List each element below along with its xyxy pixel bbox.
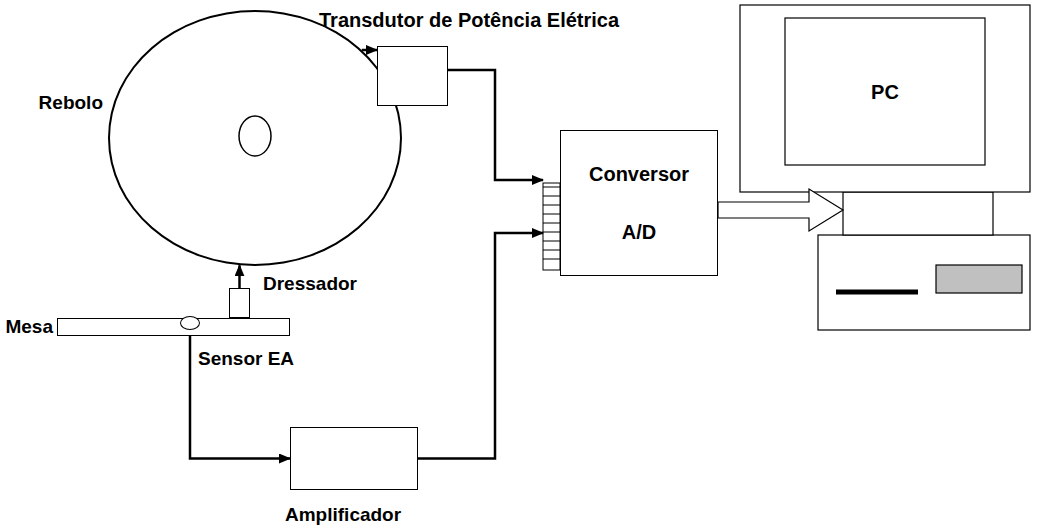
signal-line [418,233,543,459]
computer [740,5,1030,330]
machine-table: Mesa [57,318,290,336]
part-label: Transdutor de Potência Elétrica [319,9,619,31]
box-label: PC [785,18,985,165]
drive-panel [936,265,1022,293]
monitor-screen [785,18,985,165]
ad-converter: Conversor A/D [560,130,718,276]
data-transfer-arrow [718,189,843,231]
part-label: Rebolo [39,92,103,114]
drive-slot [836,290,918,295]
grinding-wheel: Rebolo [108,10,402,266]
computer-node: PC [740,5,1030,192]
signal-line [238,265,241,288]
amplifier: Amplificador [290,427,418,490]
part-label: Dressador [263,273,357,295]
part-label: Mesa [5,316,53,338]
monitor-bezel [740,5,1030,192]
box-label: Conversor A/D [561,131,717,275]
signal-line [362,49,377,52]
wheel-hub [239,116,271,156]
dresser: Dressador [229,288,250,318]
input-pins [543,183,560,270]
pc-case [818,235,1030,330]
monitor-base [843,192,993,235]
part-label: Amplificador [285,504,401,526]
signal-line [448,70,543,180]
ae-sensor: Sensor EA [180,316,200,330]
part-label: Sensor EA [198,348,294,370]
power-transducer: Transdutor de Potência Elétrica [377,46,448,106]
